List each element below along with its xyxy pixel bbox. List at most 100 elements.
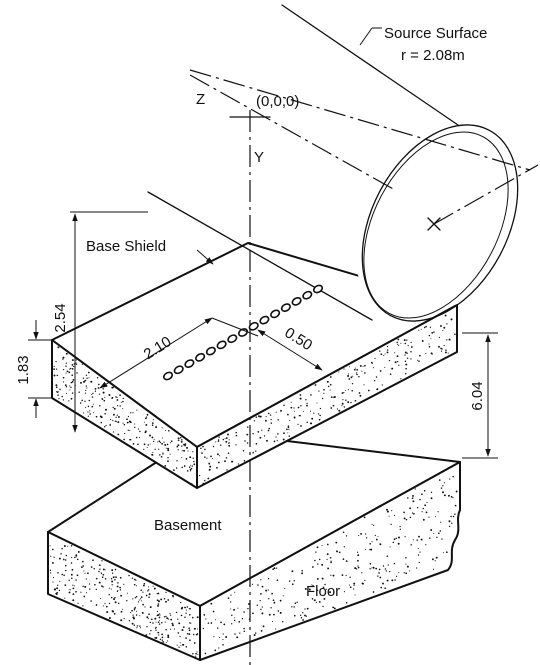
stipple-dot bbox=[422, 507, 424, 510]
stipple-dot bbox=[58, 557, 61, 560]
stipple-dot bbox=[178, 622, 181, 625]
stipple-dot bbox=[70, 562, 73, 564]
stipple-dot bbox=[452, 515, 455, 518]
stipple-dot bbox=[154, 448, 156, 450]
stipple-dot bbox=[361, 370, 363, 372]
stipple-dot bbox=[53, 556, 55, 558]
stipple-dot bbox=[225, 457, 228, 459]
stipple-dot bbox=[341, 405, 343, 407]
stipple-dot bbox=[379, 370, 382, 372]
stipple-dot bbox=[195, 655, 197, 657]
stipple-dot bbox=[49, 569, 52, 571]
stipple-dot bbox=[76, 372, 78, 374]
stipple-dot bbox=[428, 516, 430, 518]
stipple-dot bbox=[252, 432, 254, 435]
stipple-dot bbox=[89, 588, 91, 590]
stipple-dot bbox=[364, 372, 366, 374]
stipple-dot bbox=[208, 462, 210, 464]
stipple-dot bbox=[202, 627, 205, 630]
stipple-dot bbox=[395, 537, 397, 540]
stipple-dot bbox=[313, 412, 315, 414]
base-shield-leader bbox=[196, 249, 214, 265]
cylinder-bottom-edge bbox=[147, 191, 373, 321]
stipple-dot bbox=[279, 611, 282, 614]
stipple-dot bbox=[330, 574, 332, 576]
stipple-dot bbox=[85, 374, 88, 377]
stipple-dot bbox=[217, 440, 220, 442]
stipple-dot bbox=[95, 604, 98, 606]
stipple-dot bbox=[404, 354, 406, 356]
stipple-dot bbox=[440, 347, 442, 350]
stipple-dot bbox=[268, 427, 271, 430]
stipple-dot bbox=[440, 487, 443, 489]
stipple-dot bbox=[105, 605, 108, 608]
stipple-dot bbox=[86, 377, 88, 379]
stipple-dot bbox=[131, 609, 133, 612]
stipple-dot bbox=[311, 417, 314, 420]
stipple-dot bbox=[371, 567, 373, 569]
stipple-dot bbox=[114, 578, 116, 581]
stipple-dot bbox=[180, 436, 182, 439]
stipple-dot bbox=[310, 394, 312, 396]
stipple-dot bbox=[68, 368, 70, 370]
stipple-dot bbox=[117, 415, 120, 418]
line-source-bead bbox=[259, 315, 270, 325]
stipple-dot bbox=[230, 601, 232, 603]
stipple-dot bbox=[84, 400, 86, 403]
stipple-dot bbox=[350, 376, 353, 379]
stipple-dot bbox=[437, 511, 439, 513]
stipple-dot bbox=[165, 628, 167, 631]
stipple-dot bbox=[110, 577, 113, 580]
stipple-dot bbox=[114, 601, 117, 604]
stipple-dot bbox=[56, 587, 59, 590]
stipple-dot bbox=[255, 416, 258, 418]
stipple-dot bbox=[315, 551, 317, 553]
stipple-dot bbox=[304, 614, 306, 617]
stipple-dot bbox=[251, 583, 254, 585]
stipple-dot bbox=[315, 601, 317, 603]
stipple-dot bbox=[122, 422, 124, 424]
stipple-dot bbox=[224, 438, 226, 440]
stipple-dot bbox=[417, 547, 419, 549]
stipple-dot bbox=[137, 443, 139, 445]
stipple-dot bbox=[64, 384, 67, 386]
stipple-dot bbox=[82, 565, 85, 567]
stipple-dot bbox=[159, 614, 161, 616]
stipple-dot bbox=[69, 385, 71, 387]
stipple-dot bbox=[62, 368, 65, 371]
stipple-dot bbox=[68, 400, 70, 402]
stipple-dot bbox=[378, 568, 381, 571]
stipple-dot bbox=[352, 588, 355, 590]
stipple-dot bbox=[235, 431, 237, 434]
stipple-dot bbox=[161, 442, 164, 445]
line-source-bead bbox=[291, 297, 302, 306]
basement-floor-slab bbox=[47, 430, 461, 661]
stipple-dot bbox=[134, 597, 137, 599]
stipple-dot bbox=[71, 368, 74, 370]
stipple-dot bbox=[230, 594, 232, 596]
stipple-dot bbox=[255, 632, 257, 634]
stipple-dot bbox=[366, 537, 368, 539]
stipple-dot bbox=[100, 421, 103, 424]
stipple-dot bbox=[425, 353, 427, 355]
stipple-dot bbox=[134, 423, 136, 425]
stipple-dot bbox=[99, 568, 101, 570]
stipple-dot bbox=[358, 535, 360, 537]
stipple-dot bbox=[325, 588, 328, 590]
stipple-dot bbox=[81, 566, 83, 568]
stipple-dot bbox=[63, 545, 66, 547]
stipple-dot bbox=[65, 365, 67, 368]
stipple-dot bbox=[381, 384, 383, 386]
stipple-dot bbox=[290, 406, 293, 409]
stipple-dot bbox=[204, 448, 206, 451]
stipple-dot bbox=[300, 425, 302, 427]
stipple-dot bbox=[275, 411, 277, 413]
stipple-dot bbox=[357, 559, 359, 562]
stipple-dot bbox=[450, 495, 453, 498]
stipple-dot bbox=[108, 602, 111, 605]
stipple-dot bbox=[318, 390, 320, 392]
stipple-dot bbox=[217, 439, 220, 441]
stipple-dot bbox=[84, 585, 87, 588]
stipple-dot bbox=[120, 610, 123, 613]
floor-right-face bbox=[199, 461, 461, 661]
